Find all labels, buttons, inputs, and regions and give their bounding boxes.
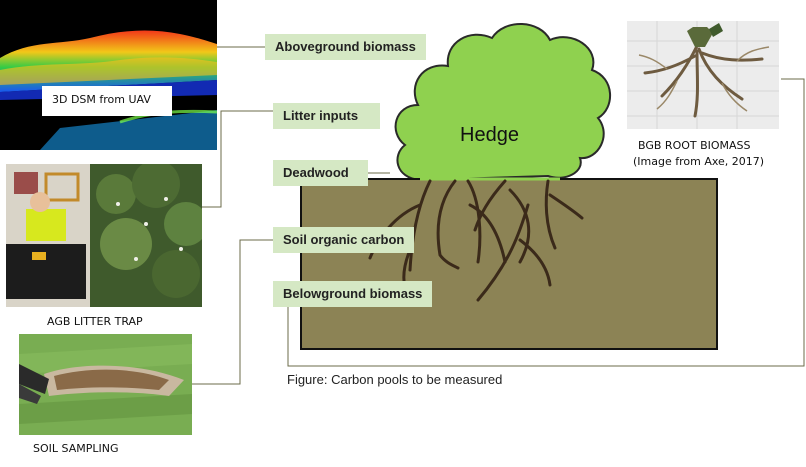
label-deadwood: Deadwood — [273, 160, 368, 186]
bgb-root-image — [627, 21, 779, 129]
label-litter-inputs: Litter inputs — [273, 103, 380, 129]
roots — [368, 179, 584, 302]
litter-trap-image — [6, 164, 202, 307]
bgb-caption-line1: BGB ROOT BIOMASS — [638, 139, 751, 152]
label-belowground-biomass: Belowground biomass — [273, 281, 433, 307]
hedge-canopy — [394, 23, 612, 182]
hedge-label: Hedge — [460, 124, 519, 146]
litter-trap-caption: AGB LITTER TRAP — [47, 315, 143, 328]
soil-sampling-image — [19, 334, 192, 435]
dsm-caption: 3D DSM from UAV — [52, 93, 151, 106]
label-soil-organic-carbon: Soil organic carbon — [273, 227, 415, 253]
soil-block — [300, 178, 718, 350]
connectors — [192, 46, 805, 385]
dsm-uav-image: 3D DSM from UAV — [0, 0, 217, 150]
soil-sampling-caption: SOIL SAMPLING — [33, 442, 119, 455]
figure-caption: Figure: Carbon pools to be measured — [287, 372, 503, 387]
label-aboveground-biomass: Aboveground biomass — [265, 34, 426, 60]
bgb-caption-line2: (Image from Axe, 2017) — [633, 155, 765, 168]
